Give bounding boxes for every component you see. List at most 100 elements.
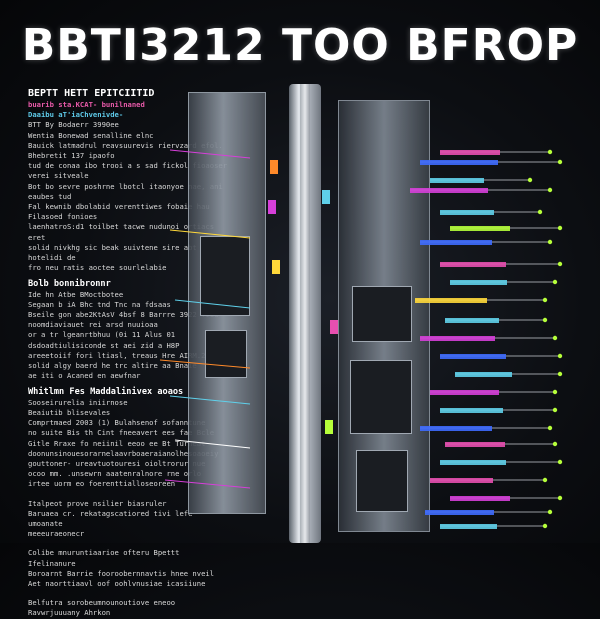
colored-bar [415, 298, 487, 303]
text-line: solid algy baerd he trc altire aa Bnaie [28, 361, 197, 371]
text-line: areeetoiif fori ltiasl, treaus Hre AIRM.… [28, 350, 215, 360]
text-line: Boroarnt Barrie fooroobernnavtis hnee nv… [28, 568, 215, 578]
left-subheader-cyan: Daaibu aT'iaChvenivde- [28, 110, 124, 120]
circuit-chip [205, 330, 247, 378]
colored-bar [440, 524, 497, 529]
text-block-6: Belfutra sorobeumnounoutiove eneoo Ravwr… [28, 598, 228, 618]
colored-bar [450, 496, 510, 501]
left-header: BEPTT HETT EPITCIITID [28, 88, 155, 99]
text-line: Segaan b iA Bhc tnd Tnc na fdsaas [28, 299, 171, 309]
end-dot [557, 459, 563, 465]
text-line: Sooseirurelia iniirnose [28, 397, 128, 407]
end-dot [552, 279, 558, 285]
text-line: Belfutra sorobeumnounoutiove eneoo [28, 598, 176, 608]
end-dot [542, 297, 548, 303]
rod-accent [272, 260, 280, 274]
end-dot [552, 389, 558, 395]
circuit-chip [200, 236, 250, 316]
end-dot [547, 239, 553, 245]
rod-accent [322, 190, 330, 204]
left-connector-line [169, 149, 251, 159]
end-dot [547, 149, 553, 155]
circuit-chip [352, 286, 412, 342]
text-line: tud de conaa ibo trooi a s sad fickol fi… [28, 161, 228, 181]
colored-bar [440, 354, 506, 359]
end-dot [557, 371, 563, 377]
text-block-1: BTT By Bodaerr 3990ee Wentia Bonewad sen… [28, 120, 228, 273]
text-line: Baruaea cr. rekatagscatiored tivi lefe u… [28, 508, 193, 528]
text-line: Ide hn Atbe BMoctbotee [28, 289, 124, 299]
text-line: gouttoner- ureavtuotouresi oioltrorur nu… [28, 458, 206, 468]
text-line: or a tr lgeanrtbhuu (0i 11 Alus 01 [28, 330, 176, 340]
colored-bar [410, 188, 488, 193]
end-dot [552, 335, 558, 341]
end-dot [552, 407, 558, 413]
rod-accent [325, 420, 333, 434]
text-block-2: Ide hn Atbe BMoctbotee Segaan b iA Bhc t… [28, 290, 228, 382]
section-heading-2: Bolb bonnibronnr [28, 279, 111, 290]
colored-bar [440, 210, 494, 215]
left-connector-line [169, 395, 251, 405]
colored-bar [450, 280, 507, 285]
section-heading-3: Whitlmn Fes Maddalinivex aoaos [28, 387, 184, 398]
colored-bar [440, 262, 506, 267]
text-line: fro neu ratis aoctee sourlelabie [28, 263, 167, 273]
text-line: ae iti o Acaned en aewfnar [28, 371, 141, 381]
end-dot [542, 523, 548, 529]
end-dot [557, 261, 563, 267]
text-line: Bseile gon abe2KtAsV 4bsf 8 Barrre 3922 … [28, 310, 219, 320]
text-line: Beaiutib blisevales [28, 407, 111, 417]
left-connector-line [159, 359, 251, 369]
colored-bar [420, 160, 498, 165]
text-line: no suite Bis th Cint fneeavert ees fae B… [28, 428, 215, 438]
circuit-chip [356, 450, 408, 512]
text-line: irtee uorm eo foerenttialloseoreen [28, 479, 176, 489]
text-line: Gitle Rraxe fo neiinil eeoo ee Bt Turnea… [28, 438, 206, 448]
rod-accent [330, 320, 338, 334]
colored-bar [430, 478, 493, 483]
colored-bar [445, 318, 499, 323]
text-line: meeeuraeonecr [28, 529, 85, 539]
left-connector-line [174, 299, 251, 309]
end-dot [557, 159, 563, 165]
rod-accent [270, 160, 278, 174]
text-line: noomdiaviauet rei arsd nuuioaa [28, 320, 158, 330]
text-line: Bot bo sevre poshrne lbotcl itaonyoe nae… [28, 181, 223, 201]
text-line: solid nivkhg sic beak suivtene sire abt … [28, 242, 197, 263]
end-dot [557, 353, 563, 359]
colored-bar [430, 390, 499, 395]
colored-bar [440, 460, 506, 465]
text-line: BTT By Bodaerr 3990ee [28, 120, 119, 130]
text-line: laenhatroS:d1 toilbet tacwe nudunoi orti… [28, 222, 215, 242]
colored-bar [420, 240, 492, 245]
end-dot [542, 477, 548, 483]
rod-accent [268, 200, 276, 214]
circuit-chip [350, 360, 412, 434]
end-dot [547, 425, 553, 431]
text-line: Comprtmaed 2003 (1) Bulahsenof sofanntun… [28, 418, 206, 428]
poster-title: BBTI3212 TOO BFROP [21, 20, 579, 71]
end-dot [527, 177, 533, 183]
end-dot [557, 225, 563, 231]
end-dot [547, 187, 553, 193]
colored-bar [450, 226, 510, 231]
text-block-3: Sooseirurelia iniirnose Beaiutib bliseva… [28, 398, 228, 490]
left-connector-line [174, 439, 251, 449]
left-connector-line [169, 229, 251, 239]
text-line: Wentia Bonewad senalline elnc [28, 130, 154, 140]
end-dot [552, 441, 558, 447]
central-metal-rod [289, 84, 321, 543]
text-line: dsdoadtiulisiconde st aei zid a H8P [28, 340, 180, 350]
colored-bar [430, 178, 484, 183]
end-dot [547, 509, 553, 515]
text-line: Fal kewnib dbolabid verenttiwes fobaie h… [28, 202, 210, 222]
left-subheader-pink: buarib sta.KCAT- bunilnaned [28, 100, 145, 109]
colored-bar [445, 442, 505, 447]
colored-bar [440, 150, 500, 155]
text-line: Italpeot prove nsilier biasruler [28, 498, 167, 508]
end-dot [542, 317, 548, 323]
end-dot [557, 495, 563, 501]
text-block-5: Colibe mnuruntiaarioe ofteru Bpettt Ifel… [28, 548, 228, 589]
text-line: Bauick latmadrul reavsuurevis riervzard … [28, 140, 223, 161]
text-line: doonunsinouesorarnelaavrboaeraianolhesoa… [28, 448, 219, 458]
